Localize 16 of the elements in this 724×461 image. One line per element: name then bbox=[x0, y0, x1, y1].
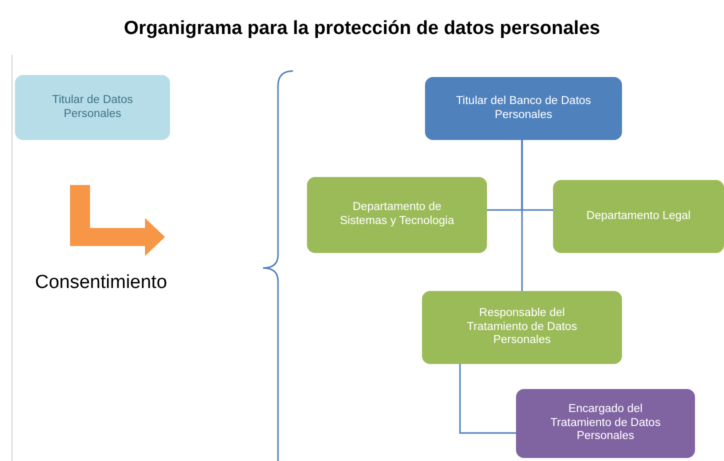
org-box bbox=[516, 389, 695, 458]
box-label: Titular de Datos Personales bbox=[51, 94, 134, 122]
diagram-title: Organigrama para la protección de datos personales bbox=[122, 18, 602, 40]
box-label: Departamento de Sistemas y Tecnologia bbox=[338, 201, 456, 229]
label-text: Consentimiento bbox=[35, 272, 168, 294]
box-label: Titular del Banco de Datos Personales bbox=[454, 94, 592, 122]
org-box bbox=[422, 291, 622, 364]
org-box bbox=[553, 180, 724, 253]
org-box bbox=[307, 177, 487, 253]
connector-line bbox=[459, 364, 516, 434]
org-box bbox=[15, 75, 170, 140]
box-label: Responsable del Tratamiento de Datos Personales bbox=[466, 306, 578, 348]
box-label: Departamento Legal bbox=[586, 210, 691, 224]
connector-line bbox=[521, 140, 523, 291]
box-label: Encargado del Tratamiento de Datos Personales bbox=[549, 402, 662, 444]
org-box bbox=[425, 77, 622, 140]
